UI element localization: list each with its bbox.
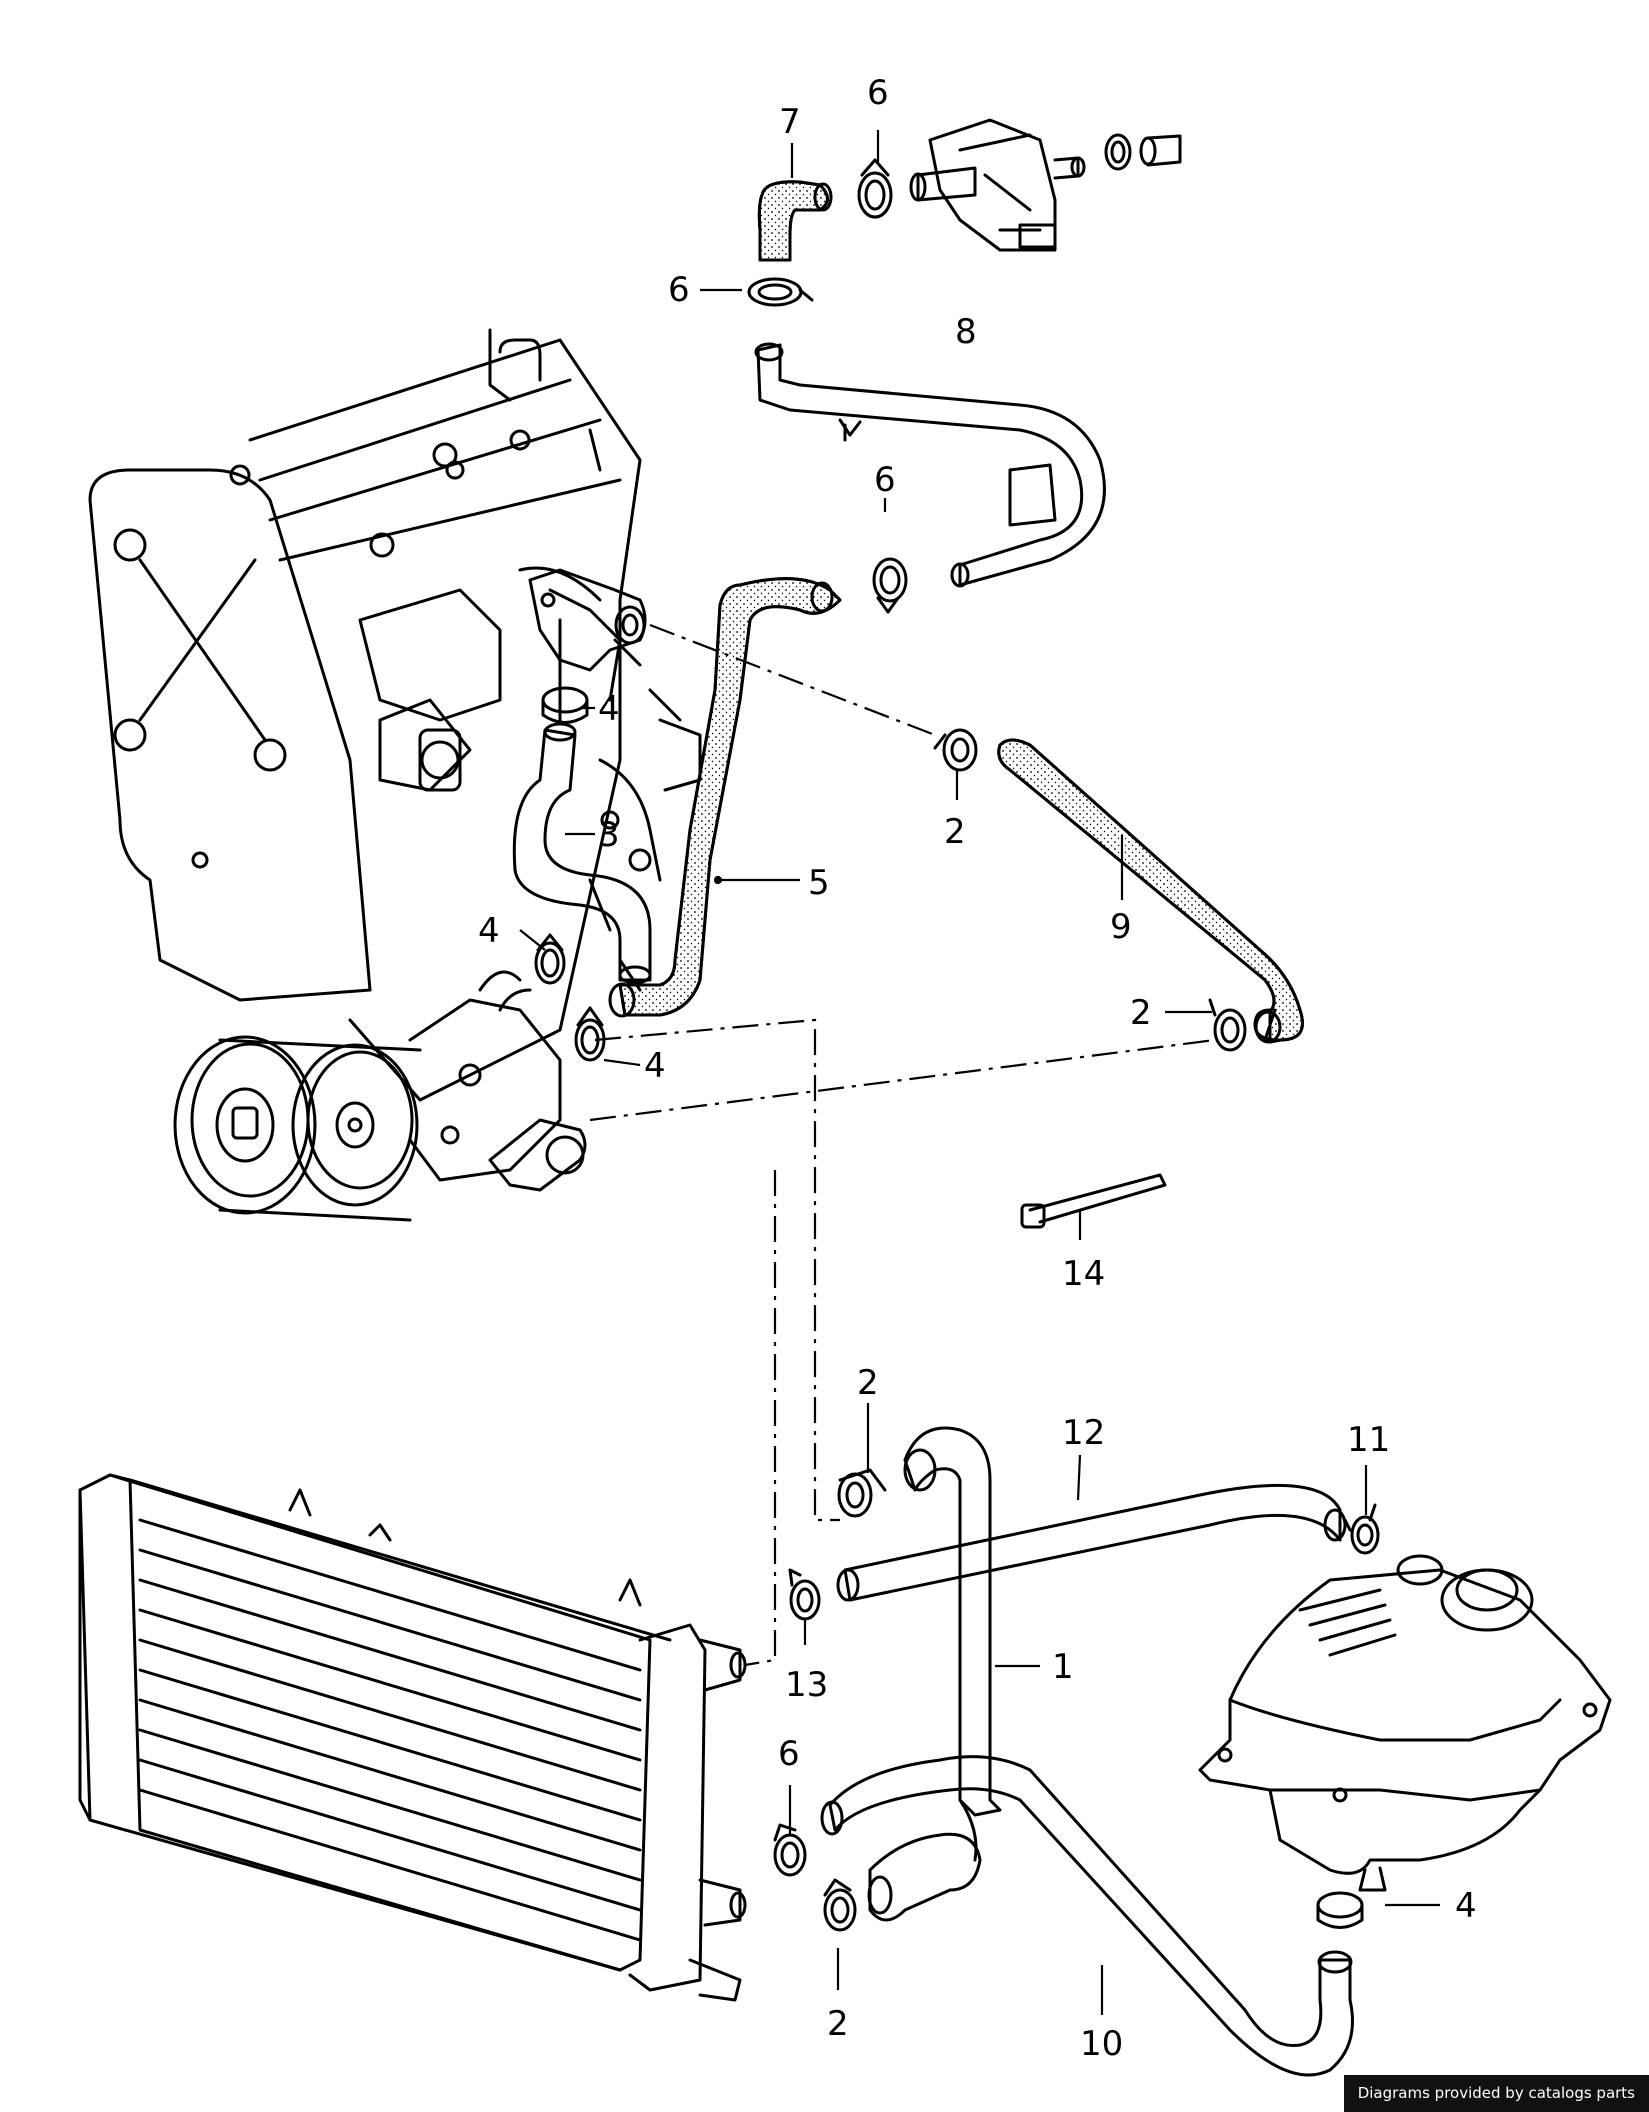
callout-6-left: 6: [668, 270, 690, 310]
clamp-6-left: [747, 277, 814, 307]
hose-1: [903, 1426, 1002, 1862]
coolant-pipe: [754, 342, 1106, 588]
clamp-top-right: [1104, 133, 1132, 171]
radiator: [78, 1473, 747, 2002]
clamp-4-upper: [541, 686, 589, 724]
hose-3: [512, 722, 652, 985]
water-pump-pulley: [291, 1043, 419, 1207]
callout-13: 13: [785, 1665, 828, 1705]
upper-hose-5: [608, 577, 842, 1018]
callout-8: 8: [955, 312, 977, 352]
credit-badge: Diagrams provided by catalogs parts: [1343, 2075, 1649, 2112]
dashline-thermostat-to-clamp2: [649, 623, 936, 737]
clamp-13: [788, 1568, 821, 1621]
thermostat-housing: [528, 568, 647, 672]
clamp-6-mid: [872, 557, 908, 614]
dashline-pump-to-clamp2: [589, 1038, 1216, 1122]
clamp-6-top: [857, 158, 893, 219]
clamp-4-lower: [574, 1006, 606, 1062]
callout-11: 11: [1347, 1420, 1390, 1460]
callout-3: 3: [598, 815, 620, 855]
cable-tie-14: [1020, 1173, 1167, 1229]
callout-9: 9: [1110, 907, 1132, 947]
callout-10: 10: [1080, 2024, 1123, 2064]
clamp-4-mid: [534, 933, 566, 985]
callout-4-b: 4: [478, 911, 500, 951]
callout-6-low: 6: [778, 1734, 800, 1774]
expansion-tank: [1198, 1554, 1612, 1892]
lower-hose-stub: [867, 1832, 982, 1922]
coolant-flange-8: [909, 118, 1086, 252]
hose-stub-top-right: [1139, 134, 1182, 167]
callout-4-d: 4: [1455, 1886, 1477, 1926]
hose-elbow-7: [757, 180, 833, 262]
callout-2-b: 2: [1130, 993, 1152, 1033]
clamp-4-tank: [1316, 1891, 1364, 1929]
crank-pulley: [173, 1035, 422, 1222]
engine-assembly: [88, 328, 702, 1102]
clamp-2-mid: [837, 1468, 887, 1518]
callout-7: 7: [779, 102, 801, 142]
water-pump-housing: [408, 970, 587, 1192]
credit-text: Diagrams provided by catalogs parts: [1357, 2084, 1635, 2102]
callout-12: 12: [1062, 1413, 1105, 1453]
callout-2-c: 2: [857, 1363, 879, 1403]
callout-6-top: 6: [867, 73, 889, 113]
callout-2-d: 2: [827, 2004, 849, 2044]
hose-10: [820, 1755, 1354, 2077]
callout-4-c: 4: [644, 1046, 666, 1086]
clamp-2-low: [823, 1878, 857, 1932]
callout-2-a: 2: [944, 812, 966, 852]
dashline-pump-to-radiator: [744, 1170, 777, 1667]
dashline-engine-to-clamp2-mid: [594, 1018, 840, 1522]
callout-5: 5: [808, 863, 830, 903]
callout-6-mid: 6: [874, 460, 896, 500]
clamp-11: [1343, 1503, 1380, 1555]
callout-4-a: 4: [598, 689, 620, 729]
hose-9: [997, 738, 1304, 1044]
callout-14: 14: [1062, 1254, 1105, 1294]
callout-1: 1: [1052, 1647, 1074, 1687]
clamp-2-right: [1208, 998, 1247, 1052]
hose-12: [836, 1483, 1347, 1602]
clamp-2-upper: [933, 728, 978, 772]
